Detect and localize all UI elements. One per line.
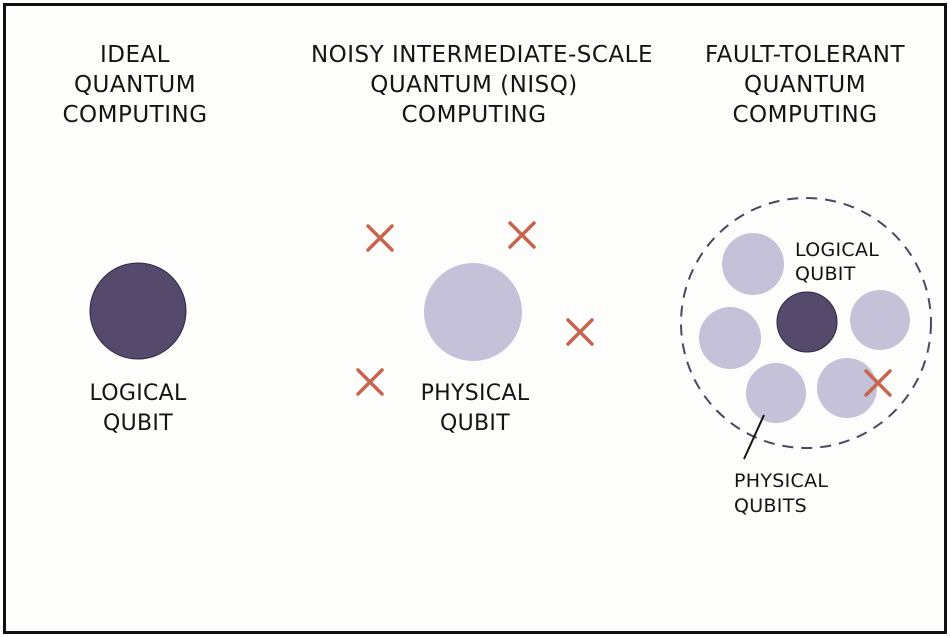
ft-heading-line-1: FAULT-TOLERANT: [705, 42, 905, 68]
ideal-heading-line-3: COMPUTING: [62, 102, 207, 128]
physical-qubit-circle: [699, 307, 761, 369]
physical-qubit-circle: [722, 233, 784, 295]
physical-qubit-circle: [424, 263, 522, 361]
physical-qubit-circle: [746, 363, 806, 423]
nisq-heading-line-1: NOISY INTERMEDIATE-SCALE: [311, 42, 653, 68]
ft-logical-label-line-2: QUBIT: [795, 263, 856, 285]
ideal-heading-line-2: QUANTUM: [74, 72, 196, 98]
panel-nisq: NOISY INTERMEDIATE-SCALE QUANTUM (NISQ) …: [311, 42, 653, 436]
logical-qubit-circle: [89, 262, 187, 360]
error-x-icon: [864, 369, 892, 397]
physical-qubit-circle: [850, 290, 910, 350]
nisq-heading-line-2: QUANTUM (NISQ): [370, 72, 578, 98]
ft-physical-label-line-1: PHYSICAL: [734, 470, 828, 492]
logical-qubit-boundary: [680, 197, 932, 449]
nisq-qubit-label-line-1: PHYSICAL: [421, 381, 530, 406]
error-x-icon: [366, 224, 394, 252]
nisq-qubit-label-line-2: QUBIT: [440, 411, 510, 436]
ideal-qubit-label-line-2: QUBIT: [103, 411, 173, 436]
error-x-icon: [508, 221, 536, 249]
ft-logical-label-line-1: LOGICAL: [795, 239, 879, 261]
ft-heading-line-2: QUANTUM: [744, 72, 866, 98]
ft-physical-label-line-2: QUBITS: [734, 495, 807, 517]
ideal-qubit-label-line-1: LOGICAL: [89, 381, 187, 406]
ft-heading-line-3: COMPUTING: [732, 102, 877, 128]
physical-qubit-circle: [817, 358, 877, 418]
physical-qubits-pointer-line: [743, 414, 765, 460]
nisq-heading-line-3: COMPUTING: [401, 102, 546, 128]
logical-qubit-circle: [776, 291, 838, 353]
panel-ideal: IDEAL QUANTUM COMPUTING LOGICAL QUBIT: [62, 42, 207, 436]
panel-fault-tolerant: FAULT-TOLERANT QUANTUM COMPUTING LOGICAL…: [680, 42, 932, 517]
error-x-icon: [566, 318, 594, 346]
error-x-icon: [356, 368, 384, 396]
ideal-heading-line-1: IDEAL: [100, 42, 170, 68]
